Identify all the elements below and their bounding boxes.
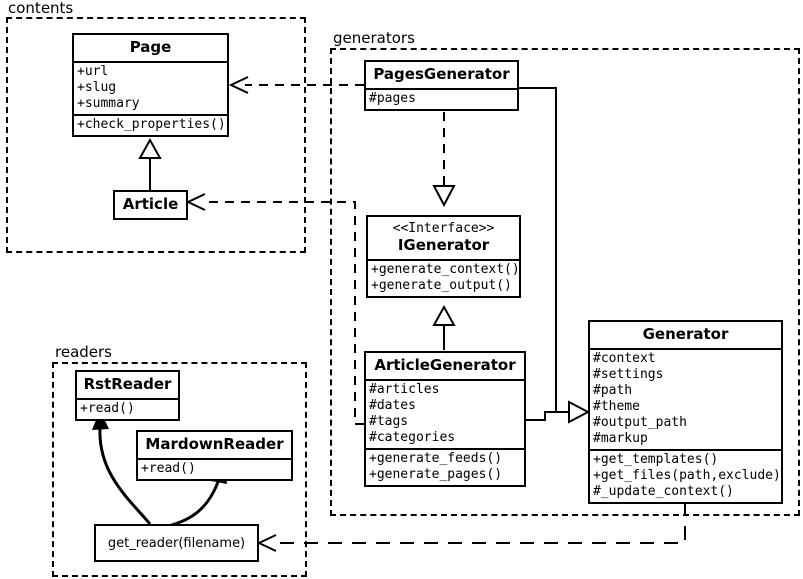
class-member: #tags xyxy=(369,414,409,429)
class-igenerator[interactable]: <<Interface>> IGenerator +generate_conte… xyxy=(366,215,521,298)
class-pagesgenerator[interactable]: PagesGenerator #pages xyxy=(364,60,519,111)
class-member: +url xyxy=(77,64,109,79)
class-article[interactable]: Article xyxy=(113,190,188,220)
class-page[interactable]: Page +url +slug +summary +check_properti… xyxy=(72,33,229,137)
package-readers-label: readers xyxy=(53,344,115,360)
class-member: +slug xyxy=(77,80,117,95)
class-igenerator-name: IGenerator xyxy=(397,236,490,254)
class-articlegenerator-attributes: #articles #dates #tags #categories xyxy=(366,379,524,448)
class-generator-attributes: #context #settings #path #theme #output_… xyxy=(590,348,781,449)
class-igenerator-title: <<Interface>> IGenerator xyxy=(368,217,519,259)
class-member: #dates xyxy=(369,398,416,413)
class-generator[interactable]: Generator #context #settings #path #them… xyxy=(588,320,783,504)
class-generator-title: Generator xyxy=(642,325,729,343)
package-generators-label: generators xyxy=(331,30,418,46)
class-member: #articles xyxy=(369,382,440,397)
class-articlegenerator-title: ArticleGenerator xyxy=(374,356,516,374)
class-pagesgenerator-attributes: #pages xyxy=(366,88,517,109)
class-member: +read() xyxy=(80,401,135,416)
class-member: #path xyxy=(593,383,633,398)
class-rstreader[interactable]: RstReader +read() xyxy=(75,370,180,421)
class-articlegenerator[interactable]: ArticleGenerator #articles #dates #tags … xyxy=(364,351,526,487)
class-member: #context xyxy=(593,351,656,366)
class-rstreader-title: RstReader xyxy=(83,375,172,393)
class-page-attributes: +url +slug +summary xyxy=(74,61,227,114)
class-member: +generate_pages() xyxy=(369,467,503,482)
class-mardownreader[interactable]: MardownReader +read() xyxy=(136,430,293,481)
class-pagesgenerator-title: PagesGenerator xyxy=(373,65,510,83)
class-igenerator-stereotype: <<Interface>> xyxy=(392,221,495,236)
class-generator-methods: +get_templates() +get_files(path,exclude… xyxy=(590,449,781,502)
class-member: +generate_context() xyxy=(371,262,520,277)
class-member: +check_properties() xyxy=(77,117,226,132)
function-get-reader[interactable]: get_reader(filename) xyxy=(94,524,259,562)
class-member: #output_path xyxy=(593,415,687,430)
class-member: +get_templates() xyxy=(593,452,719,467)
class-rstreader-methods: +read() xyxy=(77,398,178,419)
class-article-title: Article xyxy=(122,195,179,213)
class-member: #categories xyxy=(369,430,456,445)
package-readers xyxy=(52,362,307,577)
class-mardownreader-methods: +read() xyxy=(138,458,291,479)
class-member: +summary xyxy=(77,96,140,111)
class-articlegenerator-methods: +generate_feeds() +generate_pages() xyxy=(366,448,524,485)
class-member: #settings xyxy=(593,367,664,382)
class-page-title: Page xyxy=(129,38,172,56)
class-member: #pages xyxy=(369,91,416,106)
class-mardownreader-title: MardownReader xyxy=(145,435,284,453)
package-contents-label: contents xyxy=(6,0,77,16)
class-member: #theme xyxy=(593,399,640,414)
class-member: #markup xyxy=(593,431,648,446)
class-member: +generate_output() xyxy=(371,278,512,293)
package-contents xyxy=(6,17,306,253)
class-page-methods: +check_properties() xyxy=(74,114,227,135)
class-member: +read() xyxy=(141,461,196,476)
function-get-reader-label: get_reader(filename) xyxy=(107,535,246,551)
class-member: +generate_feeds() xyxy=(369,451,503,466)
class-member: #_update_context() xyxy=(593,484,734,499)
class-igenerator-methods: +generate_context() +generate_output() xyxy=(368,259,520,296)
class-member: +get_files(path,exclude) xyxy=(593,468,781,483)
